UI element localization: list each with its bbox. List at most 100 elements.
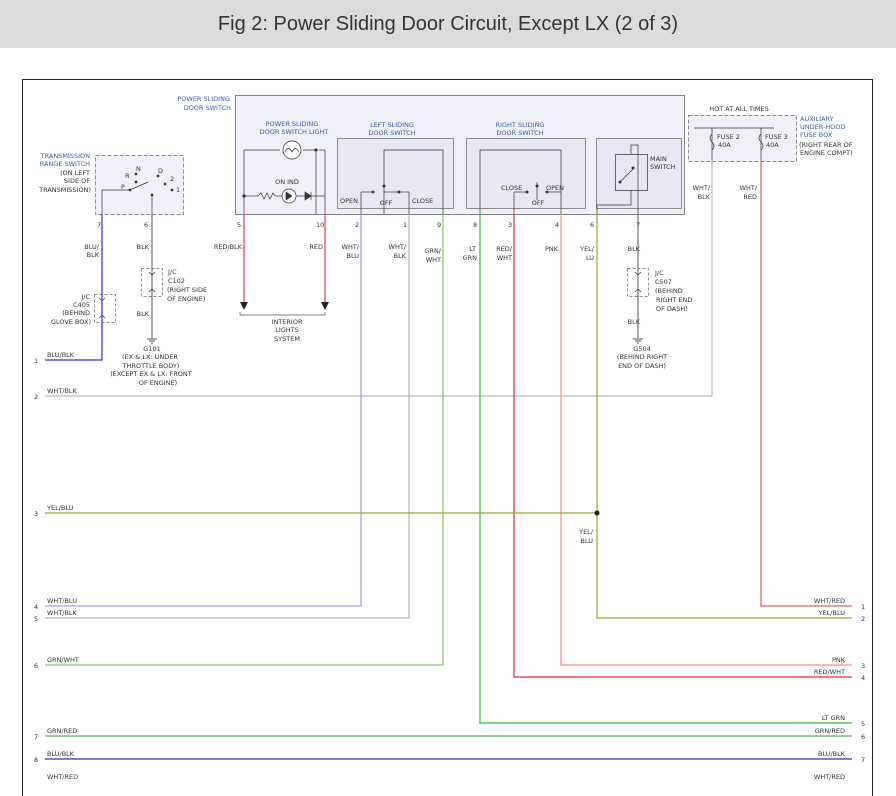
wl-yel-blu-2: LU bbox=[586, 254, 594, 262]
aux-box-label-2: UNDER-HOOD bbox=[800, 123, 845, 131]
left-close-label: CLOSE bbox=[412, 197, 433, 205]
trans-switch-box bbox=[95, 155, 184, 215]
wl-wht-blk-1: WHT/ bbox=[389, 243, 407, 251]
gear-d: D bbox=[158, 167, 163, 175]
wl-blk-trans: BLK bbox=[137, 243, 150, 251]
jc-c405 bbox=[94, 294, 116, 323]
left-pin-1: 1 bbox=[34, 357, 38, 365]
left-switch-label-2: DOOR SWITCH bbox=[368, 129, 415, 137]
wire-yel-blu-2 bbox=[596, 214, 852, 619]
fuse-circuits bbox=[694, 127, 774, 160]
trans-switch-circuit bbox=[101, 181, 153, 214]
jc405-4: GLOVE BOX) bbox=[51, 318, 91, 326]
right-open-label: OPEN bbox=[546, 184, 564, 192]
wire-wht-blu-4 bbox=[45, 214, 362, 607]
hot-at-all-times-label: HOT AT ALL TIMES bbox=[709, 105, 769, 113]
door-pin-10: 10 bbox=[316, 221, 324, 229]
door-pin-6: 6 bbox=[590, 221, 594, 229]
wl-wht-blu-2: BLU bbox=[346, 252, 359, 260]
right-pin-2: 2 bbox=[861, 615, 865, 623]
jc507-3: (BEHIND bbox=[655, 287, 683, 295]
wire-wht-blk-5 bbox=[45, 214, 410, 619]
trans-label-1: TRANSMISSION bbox=[40, 152, 90, 160]
door-pin-1: 1 bbox=[403, 221, 407, 229]
wl-red-blk: RED/BLK bbox=[214, 243, 243, 251]
interior-1: INTERIOR bbox=[272, 318, 303, 326]
gear-1: 1 bbox=[176, 186, 180, 194]
right-pin-6: 6 bbox=[861, 733, 865, 741]
left-pin-3: 3 bbox=[34, 510, 38, 518]
jc507-2: C507 bbox=[655, 278, 672, 286]
header-bar: Fig 2: Power Sliding Door Circuit, Excep… bbox=[0, 0, 896, 48]
trans-label-2: RANGE SWITCH bbox=[40, 160, 90, 168]
left-label-7: GRN/RED bbox=[47, 727, 77, 735]
door-switch-light-label-1: POWER SLIDING bbox=[266, 120, 319, 128]
right-label-8: WHT/RED bbox=[814, 773, 845, 781]
left-label-3: YEL/BLU bbox=[46, 504, 74, 512]
wl-lt-grn-1: LT bbox=[469, 245, 476, 253]
gear-2: 2 bbox=[170, 175, 174, 183]
left-connector: 1 BLU/BLK 2 WHT/BLK 3 YEL/BLU 4 WHT/BLU … bbox=[34, 351, 79, 781]
main-switch-circuit bbox=[596, 144, 648, 214]
right-label-7: BLU/BLK bbox=[818, 750, 846, 758]
left-label-2: WHT/BLK bbox=[47, 387, 78, 395]
door-pin-9: 9 bbox=[437, 221, 441, 229]
interior-3: SYSTEM bbox=[274, 335, 300, 343]
gear-p: P bbox=[121, 183, 125, 191]
left-pin-2: 2 bbox=[34, 393, 38, 401]
right-pin-7: 7 bbox=[861, 756, 865, 764]
aux-box-label-1: AUXILIARY bbox=[800, 115, 834, 123]
wl-fuse2-wht-blk-1: WHT/ bbox=[693, 184, 711, 192]
left-switch-label-1: LEFT SLIDING bbox=[370, 121, 414, 129]
left-label-6: GRN/WHT bbox=[47, 656, 79, 664]
right-label-2: YEL/BLU bbox=[818, 609, 846, 617]
wl-red: RED bbox=[309, 243, 323, 251]
main-switch-label-2: SWITCH bbox=[650, 163, 676, 171]
wl-fuse3-wht-red-1: WHT/ bbox=[740, 184, 758, 192]
g101-5: OF ENGINE) bbox=[139, 379, 177, 387]
wl-red-wht-2: WHT bbox=[497, 254, 512, 262]
wl-grn-wht-1: GRN/ bbox=[424, 247, 441, 255]
door-switch-label-2: DOOR SWITCH bbox=[184, 104, 231, 112]
wl-yel-blu-mid-2: BLU bbox=[580, 537, 593, 545]
jc507-4: RIGHT END bbox=[656, 296, 692, 304]
door-switch-label-1: POWER SLIDING bbox=[177, 95, 230, 103]
jc405-2: C405 bbox=[73, 301, 90, 309]
left-pin-4: 4 bbox=[34, 603, 38, 611]
jc102-3: (RIGHT SIDE bbox=[167, 286, 207, 294]
door-switch-light-label-2: DOOR SWITCH LIGHT bbox=[260, 128, 329, 136]
g504-ground-icon bbox=[633, 338, 643, 344]
wl-red-wht-1: RED/ bbox=[496, 245, 513, 253]
wire-wht-red-1 bbox=[760, 160, 852, 607]
left-label-5: WHT/BLK bbox=[47, 609, 78, 617]
door-pin-3: 3 bbox=[508, 221, 512, 229]
wl-blk-g504: BLK bbox=[628, 318, 641, 326]
fuse2-label-2: 40A bbox=[718, 141, 731, 149]
g504-3: END OF DASH) bbox=[618, 362, 666, 370]
g504-1: G504 bbox=[633, 345, 650, 353]
right-switch-label-1: RIGHT SLIDING bbox=[496, 121, 545, 129]
door-pin-4: 4 bbox=[555, 221, 559, 229]
fuse3-label-2: 40A bbox=[766, 141, 779, 149]
wiring-diagram: POWER SLIDING DOOR SWITCH POWER SLIDING … bbox=[0, 79, 896, 796]
wl-blk-g101: BLK bbox=[137, 310, 150, 318]
wl-yel-blu-mid-1: YEL/ bbox=[578, 528, 594, 536]
g504-2: (BEHIND RIGHT bbox=[617, 353, 667, 361]
wl-wht-blu-1: WHT/ bbox=[342, 243, 360, 251]
g101-1: G101 bbox=[143, 345, 160, 353]
wire-grn-wht-6 bbox=[45, 214, 444, 666]
door-switch-light-circuit bbox=[243, 140, 326, 214]
wl-grn-wht-2: WHT bbox=[426, 256, 441, 264]
trans-loc-3: TRANSMISSION) bbox=[38, 186, 91, 194]
right-label-5: LT GRN bbox=[822, 714, 845, 722]
wl-blu-blk-2: BLK bbox=[87, 251, 100, 259]
wire-blu-blk-1 bbox=[45, 214, 103, 361]
right-pin-3: 3 bbox=[861, 662, 865, 670]
door-pin-8: 8 bbox=[473, 221, 477, 229]
left-pin-5: 5 bbox=[34, 615, 38, 623]
wire-red-wht-4 bbox=[513, 214, 852, 678]
g101-2: (EX & LX: UNDER bbox=[122, 353, 178, 361]
fuse2-label-1: FUSE 2 bbox=[717, 133, 740, 141]
g101-3: THROTTLE BODY) bbox=[122, 362, 180, 370]
jc405-3: (BEHIND bbox=[62, 309, 90, 317]
